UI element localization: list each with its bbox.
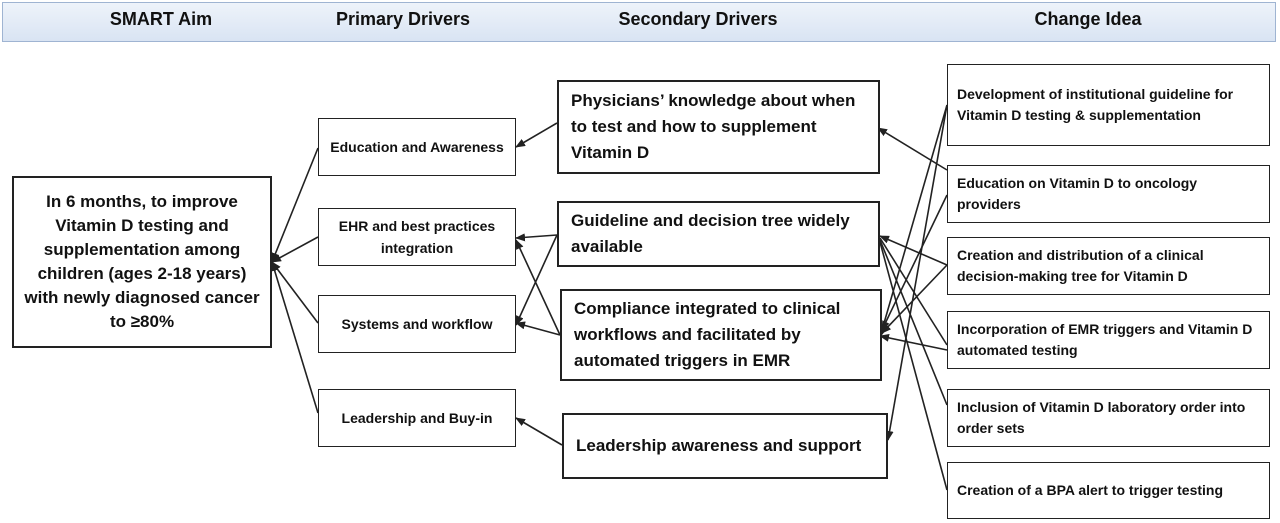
line-orderset-from-guideline [879, 239, 948, 406]
line-bpa-from-guideline [879, 241, 948, 491]
line-tree-to-guideline [879, 235, 948, 266]
line-leadership-support-to-leadership [515, 417, 563, 446]
line-emr-from-guideline [879, 237, 948, 346]
primary-driver-label: Systems and workflow [341, 316, 493, 332]
line-education-to-aim [271, 147, 319, 263]
line-emr-to-compliance [879, 333, 948, 351]
smart-aim-box: In 6 months, to improve Vitamin D testin… [12, 176, 272, 348]
primary-driver-education: Education and Awareness [318, 118, 516, 176]
change-idea-label: Education on Vitamin D to oncology provi… [957, 175, 1198, 212]
line-systems-to-aim [271, 261, 319, 324]
line-tree-to-compliance [881, 264, 948, 334]
change-idea-education: Education on Vitamin D to oncology provi… [947, 165, 1270, 223]
secondary-driver-guideline: Guideline and decision tree widely avail… [557, 201, 880, 267]
change-idea-label: Incorporation of EMR triggers and Vitami… [957, 321, 1253, 358]
secondary-driver-compliance: Compliance integrated to clinical workfl… [560, 289, 882, 381]
change-idea-order-sets: Inclusion of Vitamin D laboratory order … [947, 389, 1270, 447]
line-compliance-to-ehr [515, 239, 561, 336]
primary-driver-label: EHR and best practices integration [338, 218, 496, 256]
change-idea-label: Creation of a BPA alert to trigger testi… [957, 482, 1224, 498]
change-idea-emr-triggers: Incorporation of EMR triggers and Vitami… [947, 311, 1270, 369]
header-bar: SMART Aim Primary Drivers Secondary Driv… [2, 2, 1276, 42]
header-smart-aim: SMART Aim [109, 9, 213, 29]
change-idea-guideline-development: Development of institutional guideline f… [947, 64, 1270, 146]
secondary-driver-label: Leadership awareness and support [576, 436, 862, 455]
change-idea-label: Creation and distribution of a clinical … [957, 247, 1204, 284]
secondary-driver-leadership-support: Leadership awareness and support [562, 413, 888, 479]
line-guideline-to-ehr [515, 233, 558, 242]
primary-driver-ehr: EHR and best practices integration [318, 208, 516, 266]
change-idea-label: Development of institutional guideline f… [957, 86, 1234, 123]
header-change-idea: Change Idea [1034, 9, 1142, 29]
line-knowledge-to-education [515, 122, 558, 148]
line-education-to-knowledge [881, 194, 948, 331]
line-guideline-dev-to-leadership [885, 104, 948, 441]
primary-driver-label: Education and Awareness [330, 139, 504, 155]
header-secondary-drivers: Secondary Drivers [618, 9, 778, 29]
primary-driver-label: Leadership and Buy-in [341, 410, 493, 426]
line-guideline-dev-to-knowledge [877, 127, 948, 171]
line-leadership-to-aim [270, 261, 319, 414]
change-idea-decision-tree: Creation and distribution of a clinical … [947, 237, 1270, 295]
line-compliance-to-systems [515, 321, 561, 336]
secondary-driver-knowledge: Physicians’ knowledge about when to test… [557, 80, 880, 174]
primary-driver-systems: Systems and workflow [318, 295, 516, 353]
secondary-driver-label: Guideline and decision tree widely avail… [571, 211, 850, 256]
header-primary-drivers: Primary Drivers [335, 9, 471, 29]
smart-aim-text: In 6 months, to improve Vitamin D testin… [24, 192, 260, 331]
line-ehr-to-aim [271, 236, 319, 263]
change-idea-bpa-alert: Creation of a BPA alert to trigger testi… [947, 462, 1270, 519]
secondary-driver-label: Compliance integrated to clinical workfl… [574, 299, 841, 370]
primary-driver-leadership: Leadership and Buy-in [318, 389, 516, 447]
secondary-driver-label: Physicians’ knowledge about when to test… [571, 91, 856, 162]
change-idea-label: Inclusion of Vitamin D laboratory order … [957, 399, 1246, 436]
line-guideline-to-systems [515, 234, 558, 326]
line-guideline-dev-to-guideline [878, 104, 948, 338]
